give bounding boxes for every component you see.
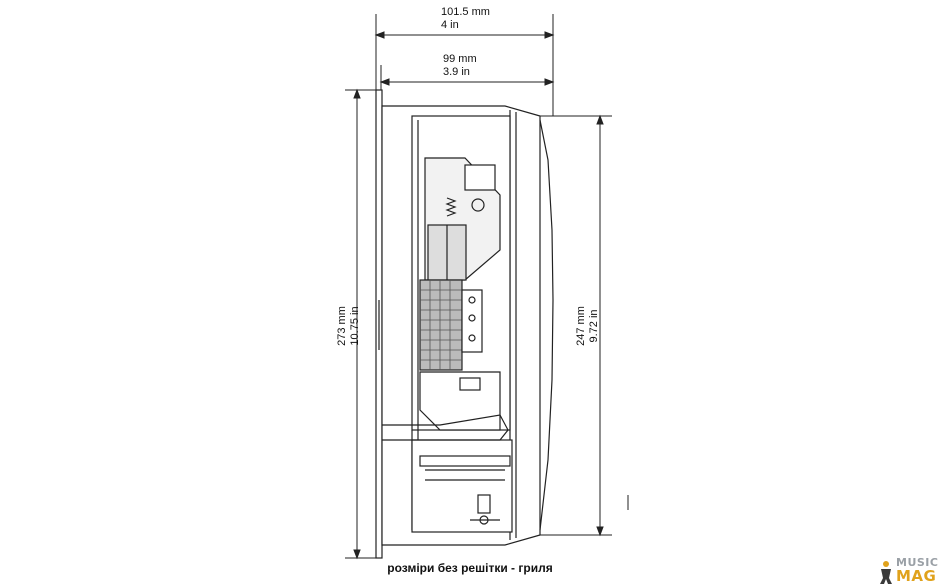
right-height-in-label: 9.72 in bbox=[588, 309, 600, 343]
musicmag-logo: MUSIC MAG bbox=[874, 556, 940, 586]
logo-text-music: MUSIC bbox=[896, 556, 939, 569]
dimension-lines bbox=[345, 14, 612, 560]
logo-text-mag: MAG bbox=[896, 567, 937, 585]
top-inner-mm-label: 99 mm bbox=[443, 53, 477, 65]
right-height-mm-label: 247 mm bbox=[575, 306, 587, 346]
left-height-in-label: 10.75 in bbox=[349, 306, 361, 346]
top-outer-in-label: 4 in bbox=[441, 19, 459, 31]
top-inner-in-label: 3.9 in bbox=[443, 66, 470, 78]
top-outer-mm-label: 101.5 mm bbox=[441, 6, 490, 18]
left-height-mm-label: 273 mm bbox=[336, 306, 348, 346]
speaker-body bbox=[375, 89, 554, 559]
music-figure-icon bbox=[880, 561, 892, 584]
caption: розміри без решітки - гриля bbox=[387, 561, 553, 575]
